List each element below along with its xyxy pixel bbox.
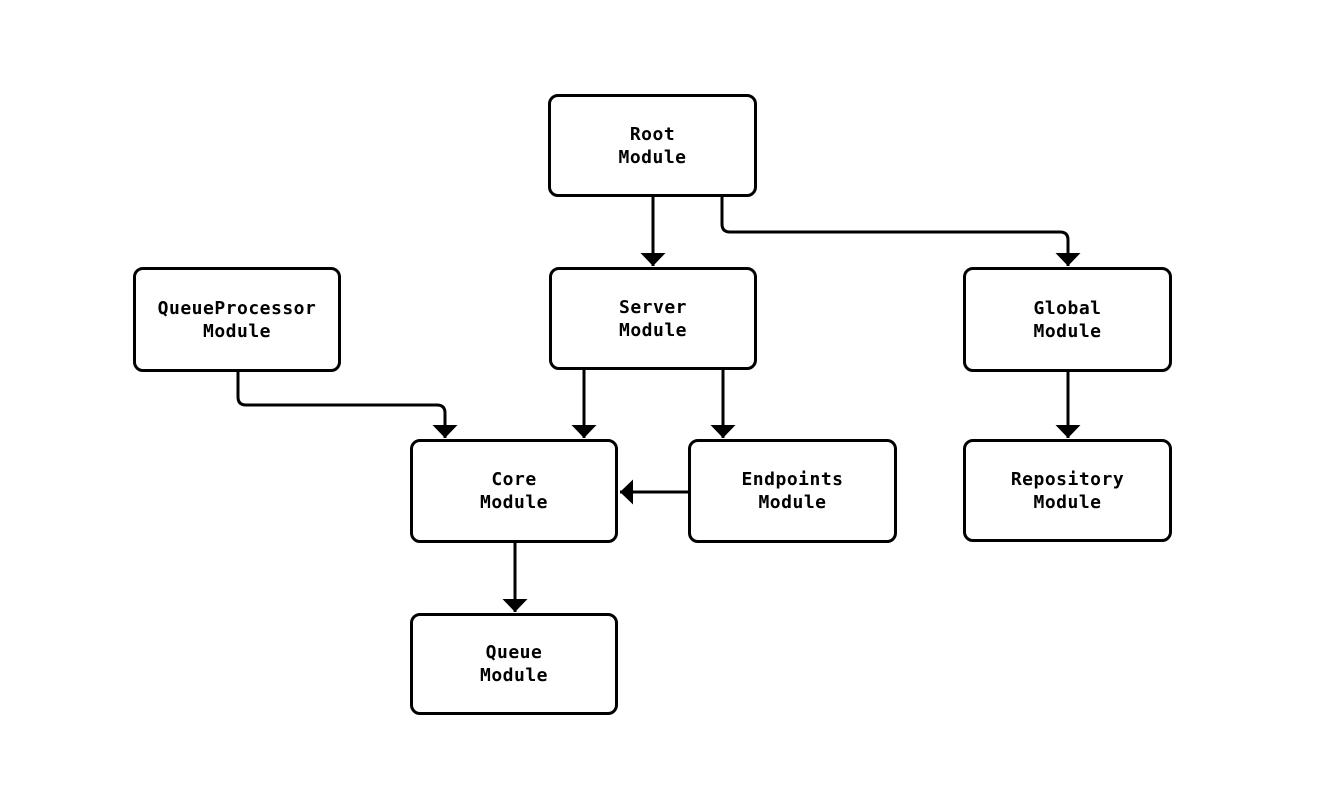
node-endpoints-module: Endpoints Module [688,439,897,543]
node-queueprocessor-module: QueueProcessor Module [133,267,341,372]
node-server-module: Server Module [549,267,757,370]
node-label: QueueProcessor Module [157,297,317,342]
node-repository-module: Repository Module [963,439,1172,542]
edge-queueprocessor-to-core [236,372,458,438]
node-global-module: Global Module [963,267,1172,372]
node-label: Root Module [618,123,687,168]
node-core-module: Core Module [410,439,618,543]
node-label: Queue Module [479,642,549,686]
node-label: Global Module [1033,297,1102,342]
node-label: Endpoints Module [741,469,844,513]
node-label: Repository Module [1010,468,1125,513]
node-label: Core Module [479,469,549,513]
edge-root-to-global [720,197,1081,266]
node-label: Server Module [618,296,688,341]
node-root-module: Root Module [548,94,757,197]
node-queue-module: Queue Module [410,613,618,715]
